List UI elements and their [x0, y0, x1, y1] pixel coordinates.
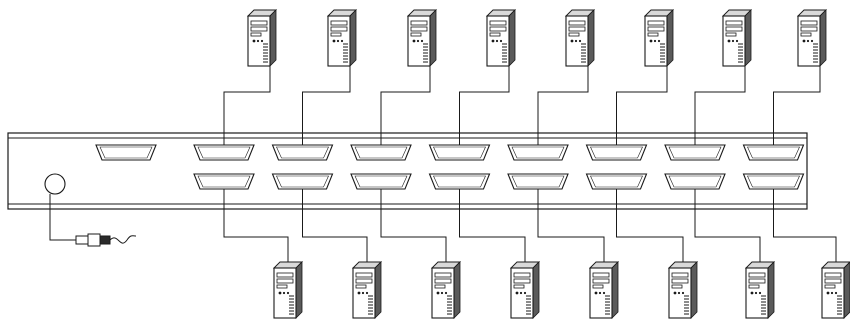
- kvm-switch-chassis: [7, 132, 808, 210]
- computer-bottom-6: [668, 261, 698, 319]
- console-port: [95, 144, 157, 161]
- computer-top-2: [327, 9, 357, 67]
- cable-top-8: [773, 66, 821, 145]
- cable-top-4: [459, 66, 510, 145]
- cable-top-5: [537, 66, 589, 145]
- kvm-port-bottom-1: [193, 173, 255, 190]
- cable-top-6: [616, 66, 668, 145]
- cable-top-3: [380, 66, 431, 145]
- computer-bottom-8: [821, 261, 850, 319]
- computer-top-5: [565, 9, 595, 67]
- kvm-port-bottom-2: [271, 173, 334, 190]
- kvm-port-bottom-4: [428, 173, 491, 190]
- computer-bottom-3: [431, 261, 461, 319]
- cable-top-1: [223, 66, 271, 145]
- cable-bottom-7: [694, 189, 761, 265]
- computer-bottom-5: [589, 261, 619, 319]
- computer-top-6: [644, 9, 674, 67]
- cable-bottom-3: [380, 189, 447, 265]
- computer-top-3: [407, 9, 437, 67]
- computer-top-7: [722, 9, 752, 67]
- power-jack: [44, 173, 66, 195]
- kvm-port-top-3: [350, 144, 412, 161]
- power-cable: [49, 194, 76, 241]
- power-adapter: [75, 233, 137, 247]
- kvm-port-top-7: [664, 144, 726, 161]
- computer-top-1: [247, 9, 277, 67]
- computer-bottom-2: [352, 261, 382, 319]
- kvm-port-bottom-8: [742, 173, 805, 190]
- cable-top-2: [302, 66, 351, 145]
- cable-bottom-8: [773, 189, 837, 265]
- kvm-port-bottom-5: [507, 173, 569, 190]
- cable-bottom-6: [616, 189, 684, 265]
- cable-bottom-4: [459, 189, 526, 265]
- kvm-port-top-8: [742, 144, 805, 161]
- cable-bottom-5: [537, 189, 605, 265]
- kvm-port-top-4: [428, 144, 491, 161]
- computer-top-4: [486, 9, 516, 67]
- kvm-port-bottom-7: [664, 173, 726, 190]
- cable-top-7: [694, 66, 746, 145]
- cable-bottom-1: [223, 189, 289, 265]
- computer-bottom-1: [273, 261, 303, 319]
- kvm-port-top-5: [507, 144, 569, 161]
- kvm-port-bottom-6: [585, 173, 648, 190]
- computer-bottom-4: [510, 261, 540, 319]
- cable-bottom-2: [302, 189, 368, 265]
- computer-bottom-7: [745, 261, 775, 319]
- computer-top-8: [797, 9, 827, 67]
- kvm-port-top-6: [585, 144, 648, 161]
- kvm-port-bottom-3: [350, 173, 412, 190]
- kvm-port-top-1: [193, 144, 255, 161]
- kvm-port-top-2: [271, 144, 334, 161]
